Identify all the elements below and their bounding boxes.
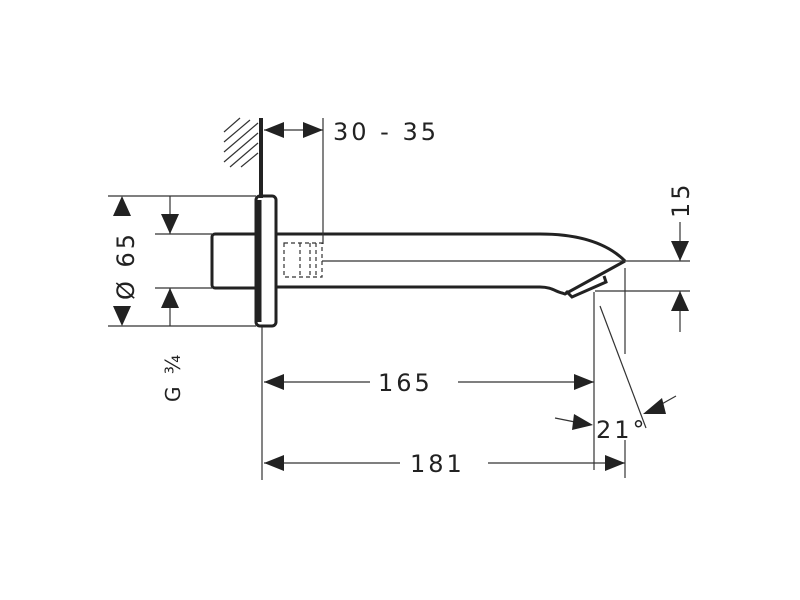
spout-bottom-outline xyxy=(276,259,626,296)
label-flange-diameter: Ø 65 xyxy=(112,231,140,300)
label-wall-projection: 30 - 35 xyxy=(333,118,439,146)
dimension-reach-outlet: 165 xyxy=(264,292,595,470)
label-thread: G ¾ xyxy=(161,352,185,402)
aerator xyxy=(564,275,608,299)
label-outlet-height: 15 xyxy=(667,181,695,218)
dimension-thread: G ¾ xyxy=(155,196,212,402)
label-outlet-angle: 21° xyxy=(596,416,648,444)
label-reach-total: 181 xyxy=(410,450,465,478)
thread-stub xyxy=(210,232,260,290)
dimension-wall-projection: 30 - 35 xyxy=(264,118,439,244)
wall-hatching xyxy=(223,117,259,168)
spout xyxy=(210,194,690,328)
dimension-outlet-angle: 21° xyxy=(554,305,677,444)
label-reach-outlet: 165 xyxy=(378,369,433,397)
dimension-flange-diameter: Ø 65 xyxy=(108,195,256,327)
flange xyxy=(254,194,278,328)
thread-hidden-lines xyxy=(283,242,323,278)
spout-top-outline xyxy=(276,232,627,263)
dimension-reach-total: 181 xyxy=(264,268,626,478)
dimension-outlet-height: 15 xyxy=(595,181,695,332)
